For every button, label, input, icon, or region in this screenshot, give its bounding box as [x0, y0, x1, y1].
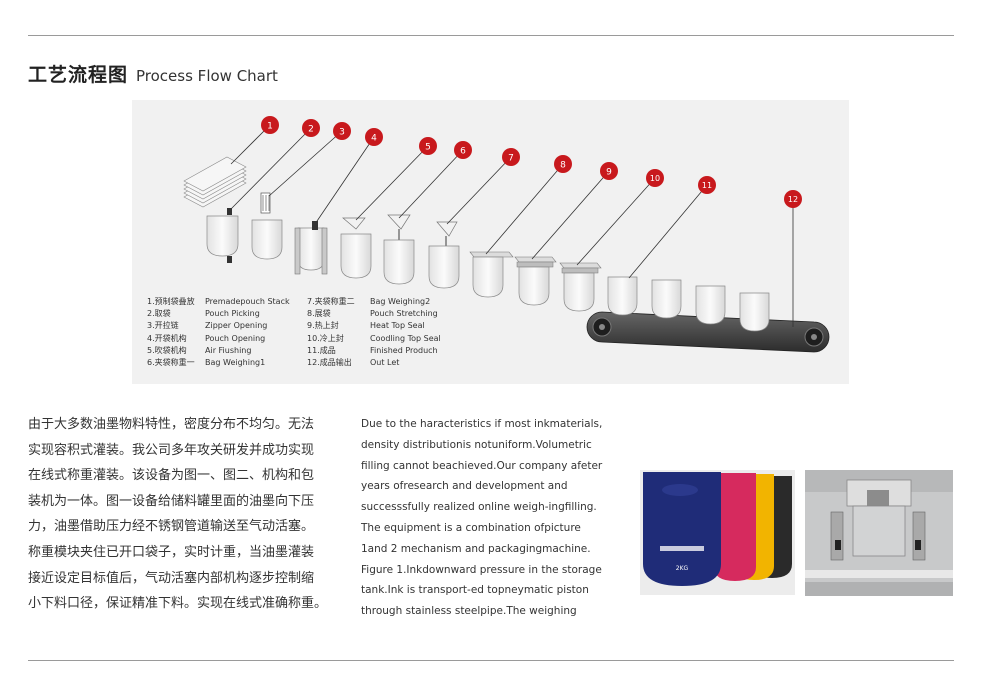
svg-text:6: 6	[460, 147, 466, 157]
text-line: years ofresearch and development and	[361, 480, 568, 493]
description-zh: 由于大多数油墨物料特性，密度分布不均匀。无法 实现容积式灌装。我公司多年攻关研发…	[28, 412, 358, 617]
text-line: Due to the haracteristics if most inkmat…	[361, 418, 603, 430]
step-badge-5: 5	[419, 137, 437, 155]
svg-text:9: 9	[606, 168, 612, 178]
step-badge-3: 3	[333, 122, 351, 140]
machine-detail-photo	[805, 470, 953, 596]
step-badge-7: 7	[502, 148, 520, 166]
page-heading: 工艺流程图 Process Flow Chart	[28, 60, 278, 87]
text-line: 实现容积式灌装。我公司多年攻关研发并成功实现	[28, 442, 315, 458]
text-line: Figure 1.Inkdownward pressure in the sto…	[361, 563, 602, 576]
station-bag-weighing-1	[383, 214, 415, 285]
step-badge-9: 9	[600, 162, 618, 180]
heading-zh: 工艺流程图	[28, 64, 129, 86]
svg-text:7: 7	[508, 154, 514, 164]
bottom-rule	[28, 660, 954, 661]
text-line: successsfully realized online weigh-ingf…	[361, 501, 597, 514]
step-badge-4: 4	[365, 128, 383, 146]
text-line: 装机为一体。图一设备给储料罐里面的油墨向下压	[28, 493, 315, 509]
text-line: 接近设定目标值后，气动活塞内部机构逐步控制缩	[28, 570, 315, 586]
station-zipper-opening	[251, 192, 283, 260]
svg-text:4: 4	[371, 134, 377, 144]
svg-text:2: 2	[308, 125, 314, 135]
text-line: filling cannot beachieved.Our company af…	[361, 459, 603, 472]
svg-text:12: 12	[788, 195, 798, 204]
step-badges: 1 2 3 4 5 6 7	[261, 116, 802, 208]
svg-text:1: 1	[267, 122, 273, 132]
finished-pouches	[607, 276, 770, 332]
svg-text:3: 3	[339, 128, 345, 138]
leader-lines	[229, 124, 794, 327]
text-line: 由于大多数油墨物料特性，密度分布不均匀。无法	[28, 417, 315, 432]
text-line: 在线式称重灌装。该设备为图一、图二、机构和包	[28, 468, 315, 484]
product-pouches-photo: 2KG	[640, 470, 795, 595]
description-en: Due to the haracteristics if most inkmat…	[361, 414, 617, 622]
station-pouch-picking	[206, 208, 239, 263]
step-badge-2: 2	[302, 119, 320, 137]
step-badge-12: 12	[784, 190, 802, 208]
station-air-flushing	[340, 217, 372, 279]
station-pouch-stretching	[469, 251, 514, 298]
svg-text:8: 8	[560, 161, 566, 171]
svg-text:11: 11	[702, 181, 712, 190]
station-bag-weighing-2	[428, 221, 460, 289]
process-flow-diagram: 1 2 3 4 5 6 7	[132, 100, 849, 384]
text-line: tank.Ink is transport-ed topneymatic pis…	[361, 584, 589, 597]
text-line: density distributionis notuniform.Volume…	[361, 438, 592, 451]
weight-label: 2KG	[676, 565, 689, 572]
svg-text:5: 5	[425, 143, 431, 153]
text-line: 1and 2 mechanism and packagingmachine.	[361, 542, 591, 555]
step-badge-1: 1	[261, 116, 279, 134]
text-line: through stainless steelpipe.The weighing	[361, 605, 577, 618]
text-line: The equipment is a combination ofpicture	[361, 521, 581, 534]
top-rule	[28, 35, 954, 36]
step-badge-11: 11	[698, 176, 716, 194]
heading-en: Process Flow Chart	[136, 67, 278, 85]
station-cooling-top-seal	[559, 262, 602, 312]
step-badge-10: 10	[646, 169, 664, 187]
svg-text:10: 10	[650, 174, 660, 183]
step-badge-8: 8	[554, 155, 572, 173]
station-heat-top-seal	[514, 256, 557, 306]
text-line: 力，油墨借助压力经不锈钢管道输送至气动活塞。	[28, 519, 315, 535]
step-badge-6: 6	[454, 141, 472, 159]
process-illustration: 1 2 3 4 5 6 7	[183, 116, 830, 353]
station-pouch-opening	[294, 221, 328, 275]
pouch-stack	[183, 156, 247, 208]
text-line: 小下料口径，保证精准下料。实现在线式准确称重。	[28, 596, 328, 612]
text-line: 称重模块夹住已开口袋子，实时计重，当油墨灌装	[28, 544, 315, 560]
